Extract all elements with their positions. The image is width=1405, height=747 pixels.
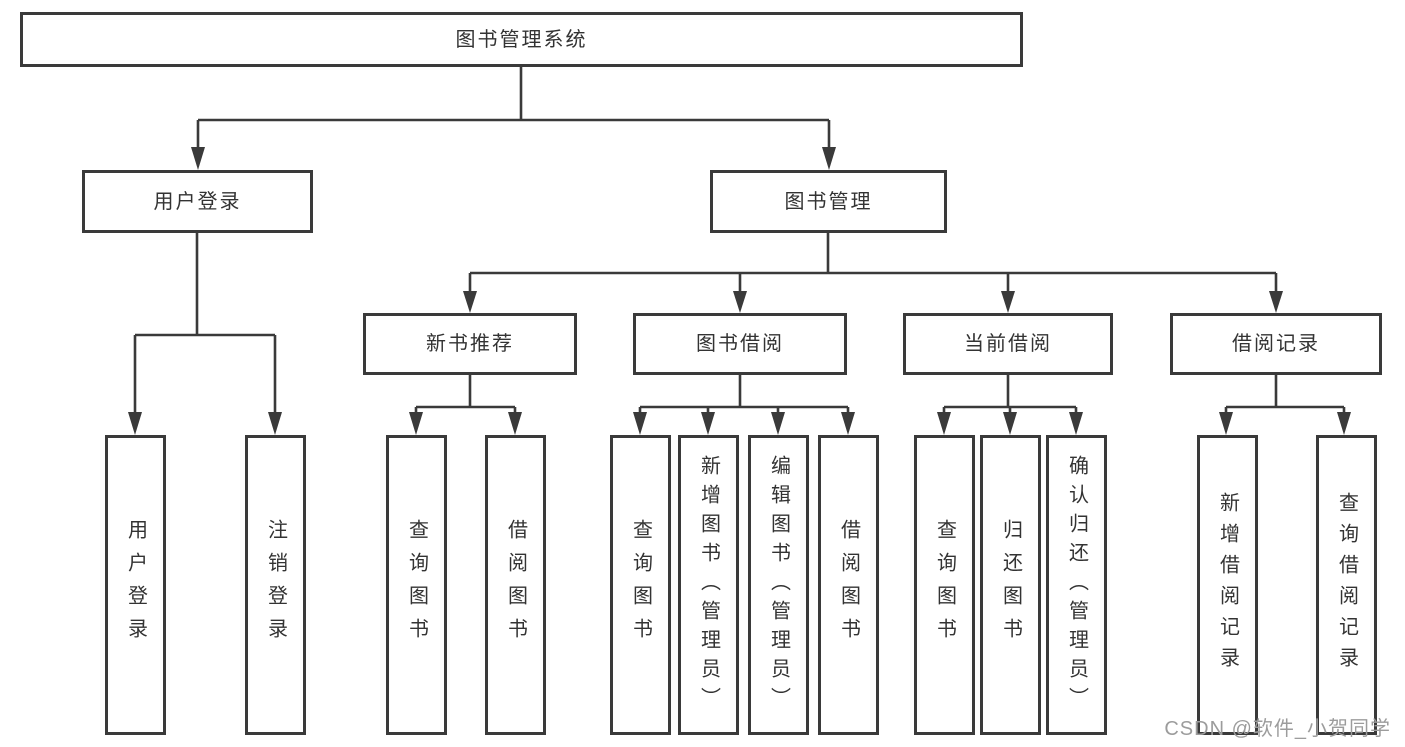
node-label: 用户登录 (153, 190, 242, 213)
arrow-down-icon (1219, 412, 1233, 435)
node-label: 归还图书 (999, 519, 1022, 651)
arrow-down-icons (128, 147, 1351, 435)
arrow-down-icon (822, 147, 836, 170)
node-current-borrow: 当前借阅 (903, 313, 1113, 375)
arrow-down-icon (701, 412, 715, 435)
arrow-down-icon (733, 291, 747, 313)
node-label: 查询图书 (629, 519, 652, 651)
leaf-borrow-books-recommend: 借阅图书 (485, 435, 546, 735)
node-label: 借阅记录 (1232, 333, 1320, 355)
arrow-down-icon (508, 412, 522, 435)
leaf-confirm-return-admin: 确认归还（管理员） (1046, 435, 1107, 735)
node-label: 确认归还（管理员） (1065, 454, 1088, 716)
arrow-down-icon (771, 412, 785, 435)
csdn-watermark: CSDN @软件_小贺同学 (1164, 718, 1391, 740)
arrow-down-icon (463, 291, 477, 313)
leaf-logout: 注销登录 (245, 435, 306, 735)
arrow-down-icon (128, 412, 142, 435)
node-book-management: 图书管理 (710, 170, 947, 233)
arrow-down-icon (937, 412, 951, 435)
leaf-query-books-recommend: 查询图书 (386, 435, 447, 735)
arrow-down-icon (1269, 291, 1283, 313)
node-new-book-recommend: 新书推荐 (363, 313, 577, 375)
leaf-user-login: 用户登录 (105, 435, 166, 735)
node-label: 注销登录 (264, 519, 287, 651)
arrow-down-icon (1003, 412, 1017, 435)
node-book-borrow: 图书借阅 (633, 313, 847, 375)
arrow-down-icon (1001, 291, 1015, 313)
leaf-query-books-current: 查询图书 (914, 435, 975, 735)
leaf-borrow-books: 借阅图书 (818, 435, 879, 735)
node-label: 借阅图书 (504, 519, 527, 651)
node-label: 查询借阅记录 (1335, 492, 1358, 678)
node-label: 编辑图书（管理员） (767, 454, 790, 716)
leaf-edit-books-admin: 编辑图书（管理员） (748, 435, 809, 735)
node-user-login: 用户登录 (82, 170, 313, 233)
leaf-return-books: 归还图书 (980, 435, 1041, 735)
arrow-down-icon (633, 412, 647, 435)
node-label: 图书管理系统 (455, 28, 588, 51)
node-label: 新增借阅记录 (1216, 492, 1239, 678)
node-label: 当前借阅 (964, 333, 1052, 355)
node-borrow-records: 借阅记录 (1170, 313, 1382, 375)
node-label: 新增图书（管理员） (697, 454, 720, 716)
node-label: 图书借阅 (696, 333, 784, 355)
arrow-down-icon (841, 412, 855, 435)
arrow-down-icon (1069, 412, 1083, 435)
leaf-add-borrow-record: 新增借阅记录 (1197, 435, 1258, 735)
node-label: 图书管理 (784, 190, 873, 213)
node-label: 借阅图书 (837, 519, 860, 651)
leaf-query-borrow-record: 查询借阅记录 (1316, 435, 1377, 735)
arrow-down-icon (409, 412, 423, 435)
arrow-down-icon (1337, 412, 1351, 435)
node-label: 用户登录 (124, 519, 147, 651)
leaf-query-books-borrow: 查询图书 (610, 435, 671, 735)
node-root-system: 图书管理系统 (20, 12, 1023, 67)
leaf-add-books-admin: 新增图书（管理员） (678, 435, 739, 735)
arrow-down-icon (268, 412, 282, 435)
node-label: 新书推荐 (426, 333, 514, 355)
node-label: 查询图书 (933, 519, 956, 651)
arrow-down-icon (191, 147, 205, 170)
node-label: 查询图书 (405, 519, 428, 651)
